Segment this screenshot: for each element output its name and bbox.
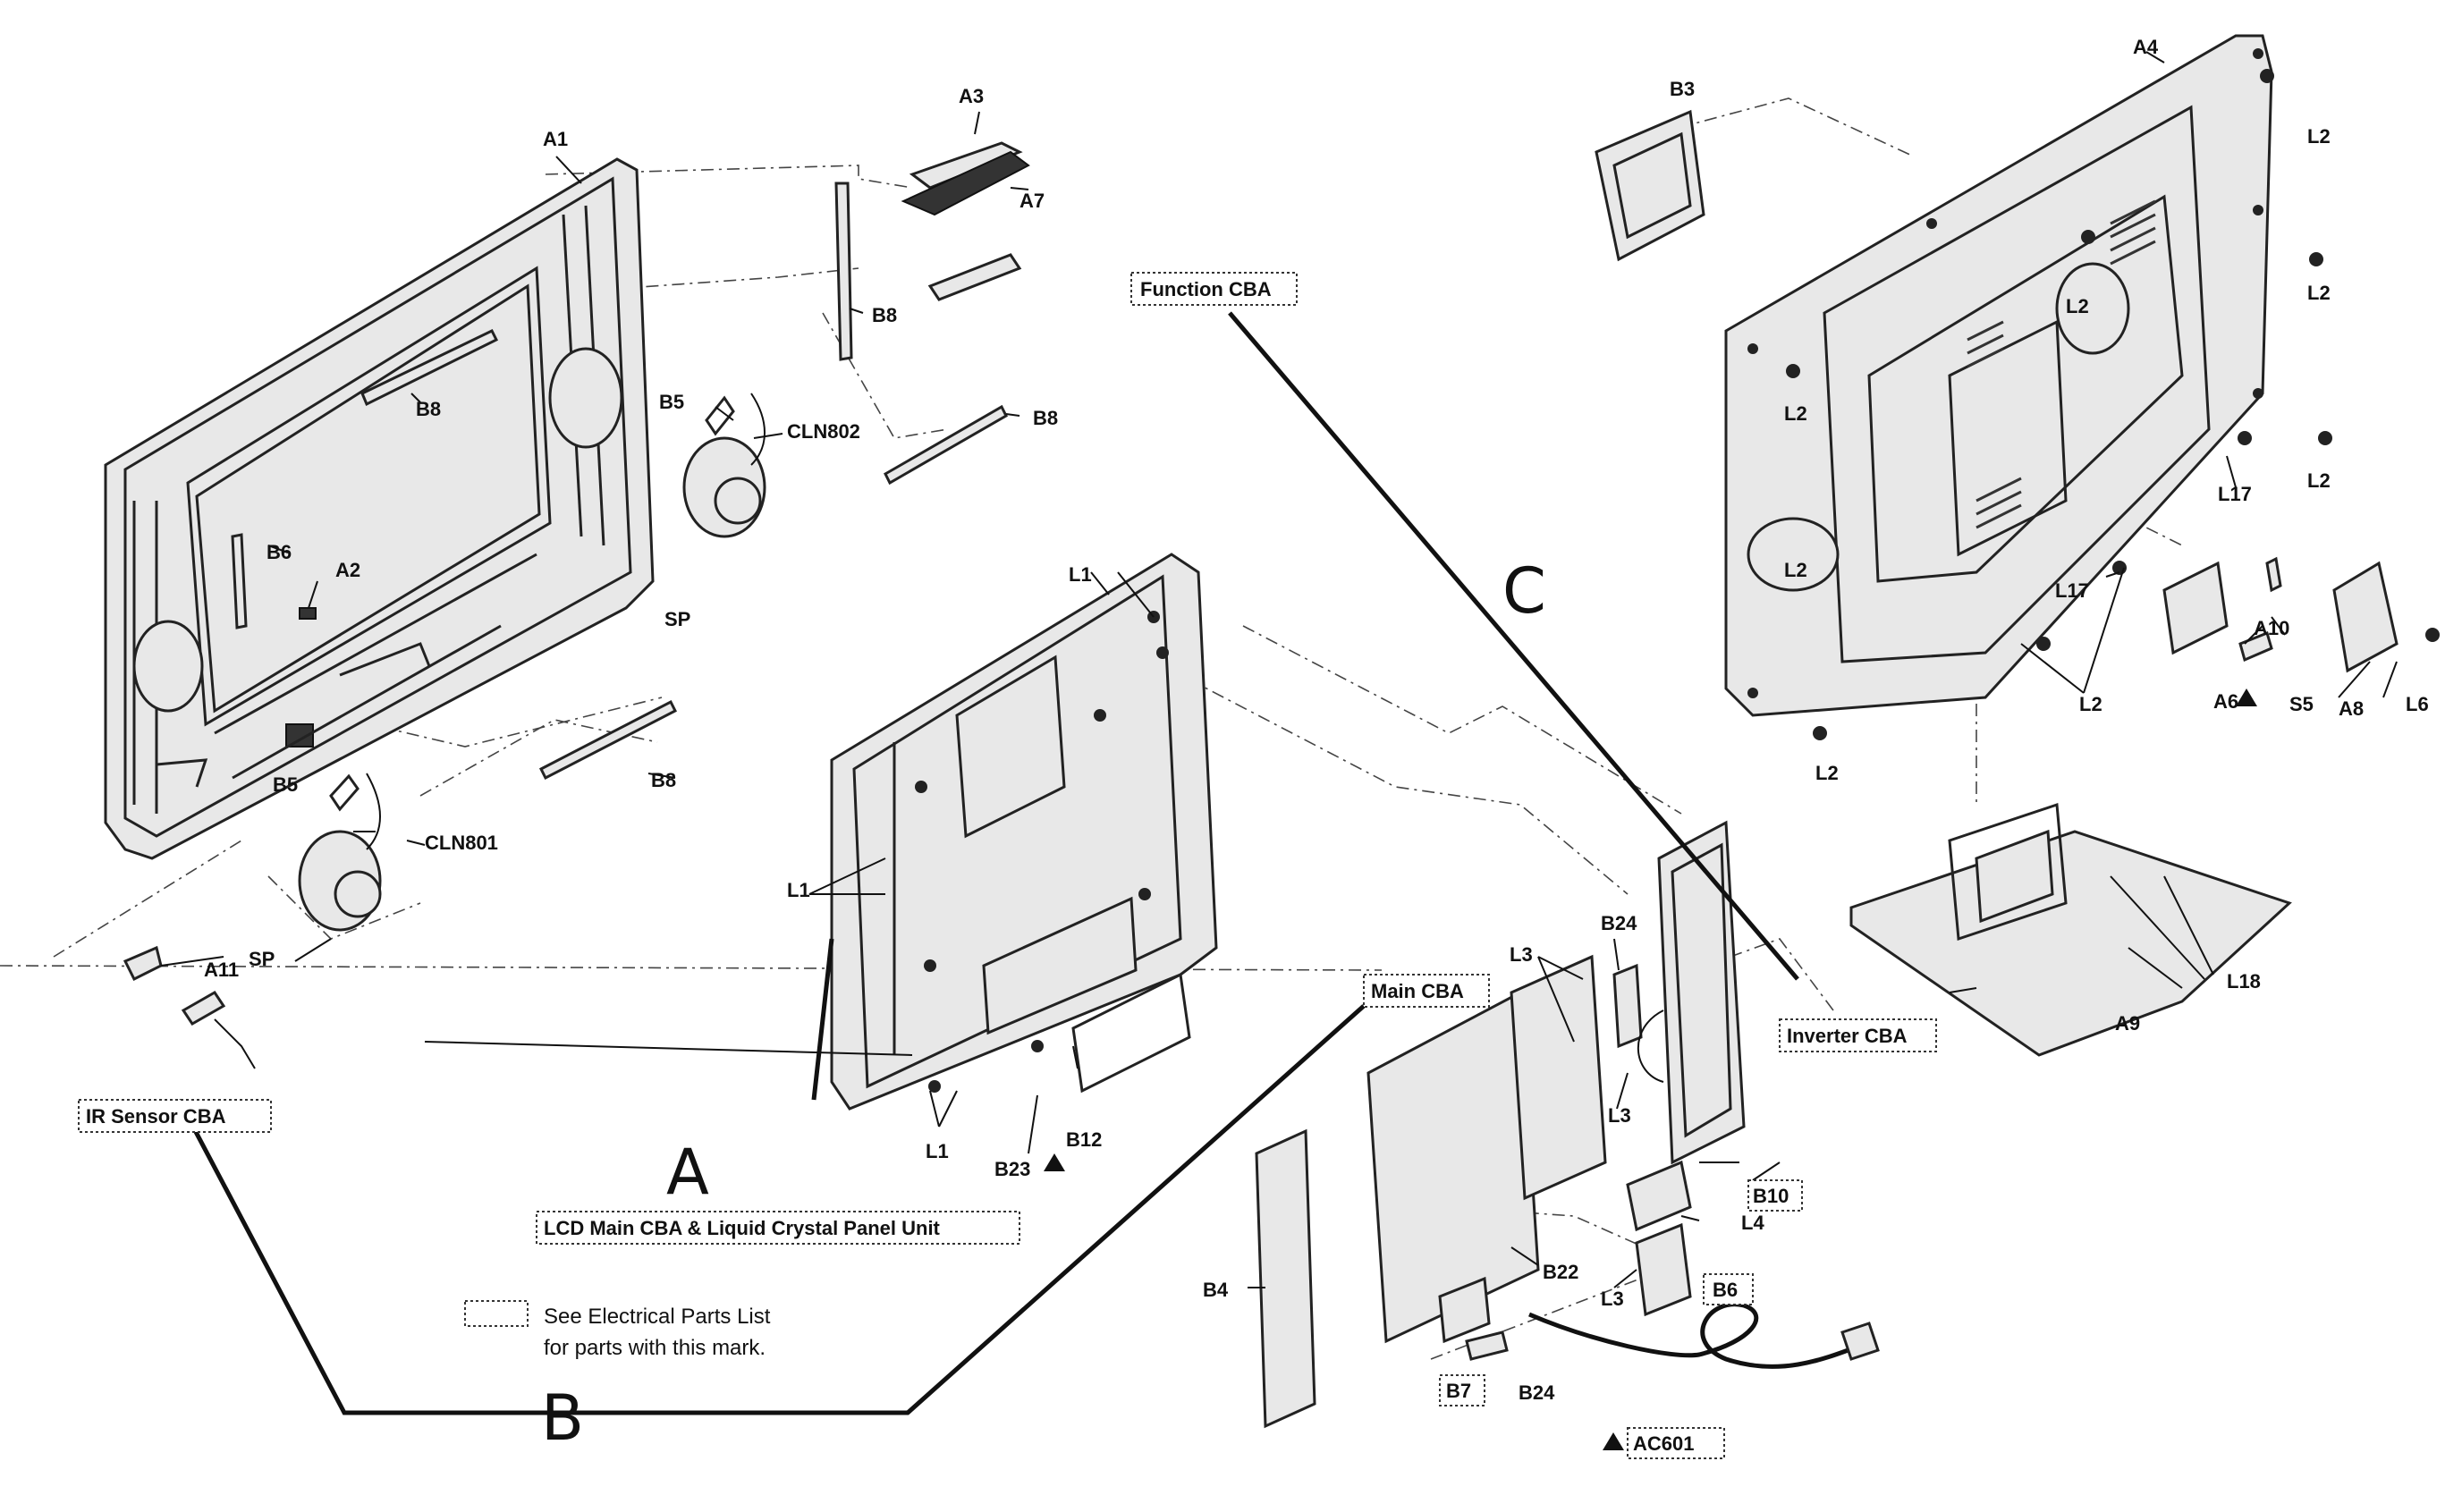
label-sp-2: SP bbox=[249, 948, 275, 970]
section-connector-lines bbox=[176, 311, 1799, 1415]
box-main-cba bbox=[1363, 974, 1490, 1008]
warning-icon-ac601 bbox=[1603, 1432, 1624, 1450]
label-ac601: AC601 bbox=[1633, 1432, 1694, 1455]
label-l18: L18 bbox=[2227, 970, 2261, 993]
label-l3-top: L3 bbox=[1510, 943, 1533, 966]
box-b6 bbox=[1703, 1273, 1754, 1305]
label-b8-3: B8 bbox=[416, 398, 441, 420]
legend-line-1: See Electrical Parts List bbox=[544, 1305, 771, 1329]
label-l2-6: L2 bbox=[1784, 559, 1807, 581]
bracket-b3 bbox=[1595, 109, 1705, 262]
label-b8-4: B8 bbox=[651, 769, 676, 791]
stand-a9 bbox=[1849, 802, 2292, 1057]
ac-power-cord bbox=[1528, 1302, 1880, 1369]
label-b10: B10 bbox=[1753, 1185, 1789, 1207]
legend-swatch bbox=[464, 1300, 529, 1327]
label-l1-bottom: L1 bbox=[926, 1140, 949, 1162]
label-l2-3: L2 bbox=[2307, 282, 2331, 304]
legend: See Electrical Parts List for parts with… bbox=[464, 1300, 771, 1360]
handwritten-section-letters: A B C bbox=[541, 554, 1546, 1455]
label-l1-top: L1 bbox=[1069, 563, 1092, 586]
label-b5-2: B5 bbox=[273, 773, 298, 796]
label-sp-1: SP bbox=[664, 608, 690, 630]
label-b6-boxed: B6 bbox=[1713, 1279, 1738, 1301]
label-a9: A9 bbox=[2115, 1012, 2140, 1035]
screws-l2 bbox=[1786, 69, 2440, 740]
label-cln801: CLN801 bbox=[425, 832, 498, 854]
handwritten-b: B bbox=[541, 1381, 584, 1455]
box-function-cba bbox=[1130, 272, 1298, 306]
callout-labels: A1 A3 A7 B8 B8 B8 B8 B6 A2 B5 CLN802 SP … bbox=[204, 36, 2429, 1404]
label-a10: A10 bbox=[2254, 617, 2289, 639]
function-unit-a3-a7 bbox=[901, 141, 1030, 301]
label-a11: A11 bbox=[204, 959, 239, 981]
label-l2-8: L2 bbox=[1815, 762, 1839, 784]
label-leader-lines bbox=[160, 51, 2398, 1288]
label-b7: B7 bbox=[1446, 1380, 1471, 1402]
label-b12: B12 bbox=[1066, 1128, 1102, 1151]
handwritten-a: A bbox=[666, 1136, 709, 1209]
box-ir-sensor-cba bbox=[78, 1099, 272, 1133]
label-l17-1: L17 bbox=[2218, 483, 2252, 505]
inverter-cba-label: Inverter CBA bbox=[1787, 1025, 1908, 1047]
label-b3: B3 bbox=[1670, 78, 1695, 100]
label-a6: A6 bbox=[2213, 690, 2238, 713]
label-b24-bottom: B24 bbox=[1519, 1381, 1555, 1404]
warning-icon-b23 bbox=[1044, 1153, 1065, 1171]
box-b7 bbox=[1439, 1374, 1485, 1406]
label-b22: B22 bbox=[1543, 1261, 1578, 1283]
label-l1-left: L1 bbox=[787, 879, 810, 901]
label-b24-top: B24 bbox=[1601, 912, 1637, 934]
label-a3: A3 bbox=[959, 85, 984, 107]
box-inverter-cba bbox=[1779, 1018, 1937, 1052]
label-l2-4: L2 bbox=[1784, 402, 1807, 425]
label-a4: A4 bbox=[2133, 36, 2159, 58]
label-a7: A7 bbox=[1019, 190, 1045, 212]
warning-triangle-icons bbox=[1044, 688, 2257, 1450]
label-cln802: CLN802 bbox=[787, 420, 860, 443]
main-cba-label: Main CBA bbox=[1371, 980, 1464, 1002]
b8-tape-strips bbox=[231, 182, 1008, 781]
boxed-labels: Function CBA Main CBA Inverter CBA IR Se… bbox=[78, 272, 1937, 1459]
handwritten-c: C bbox=[1502, 554, 1546, 628]
legend-line-2: for parts with this mark. bbox=[544, 1336, 766, 1360]
box-lcd-main bbox=[536, 1211, 1020, 1245]
label-b6: B6 bbox=[267, 541, 292, 563]
label-l2-7: L2 bbox=[2079, 693, 2102, 715]
lcd-main-label: LCD Main CBA & Liquid Crystal Panel Unit bbox=[544, 1217, 941, 1239]
back-cover-a4 bbox=[1724, 34, 2273, 717]
label-l2-2: L2 bbox=[2066, 295, 2089, 317]
front-cabinet-a1 bbox=[104, 157, 655, 860]
label-l2-1: L2 bbox=[2307, 125, 2331, 148]
box-b10 bbox=[1747, 1179, 1803, 1212]
label-b5-1: B5 bbox=[659, 391, 684, 413]
label-s5: S5 bbox=[2289, 693, 2314, 715]
label-l17-2: L17 bbox=[2055, 579, 2089, 602]
label-a1: A1 bbox=[543, 128, 568, 150]
label-a2: A2 bbox=[335, 559, 360, 581]
label-b8-2: B8 bbox=[1033, 407, 1058, 429]
label-l3-mid: L3 bbox=[1608, 1104, 1631, 1127]
box-ac601 bbox=[1627, 1427, 1725, 1459]
lcd-panel-unit bbox=[830, 553, 1218, 1111]
speakers bbox=[298, 393, 766, 932]
label-l4: L4 bbox=[1741, 1212, 1764, 1234]
rear-small-parts bbox=[2162, 556, 2399, 673]
warning-icon-a6 bbox=[2236, 688, 2257, 706]
label-b23: B23 bbox=[994, 1158, 1030, 1180]
main-and-inverter-boards bbox=[1255, 820, 1746, 1429]
label-l2-5: L2 bbox=[2307, 469, 2331, 492]
label-b4: B4 bbox=[1203, 1279, 1229, 1301]
ir-sensor-cba-label: IR Sensor CBA bbox=[86, 1105, 226, 1128]
function-cba-label: Function CBA bbox=[1140, 278, 1272, 300]
label-l3-bottom: L3 bbox=[1601, 1288, 1624, 1310]
label-l6: L6 bbox=[2406, 693, 2429, 715]
label-a8: A8 bbox=[2339, 697, 2364, 720]
label-b8-1: B8 bbox=[872, 304, 897, 326]
